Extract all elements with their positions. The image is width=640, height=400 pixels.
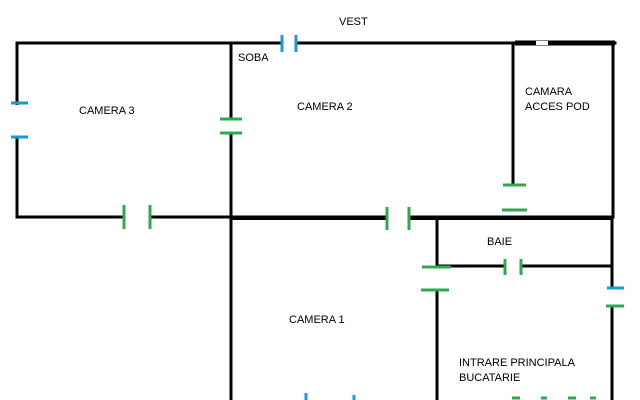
label-stove: SOBA: [238, 52, 269, 64]
label-room-3: CAMERA 3: [79, 105, 135, 117]
label-compass-west: VEST: [339, 16, 368, 28]
doors: [122, 117, 624, 400]
label-room-1: CAMERA 1: [289, 314, 345, 326]
label-attic-room-line1: CAMARA: [525, 86, 573, 98]
label-entrance-line1: INTRARE PRINCIPALA: [459, 357, 576, 369]
label-entrance-line2: BUCATARIE: [459, 372, 520, 384]
label-attic-room-line2: ACCES POD: [525, 101, 590, 113]
windows: [11, 35, 624, 400]
label-bathroom: BAIE: [487, 236, 512, 248]
label-room-2: CAMERA 2: [297, 101, 353, 113]
openings: [14, 39, 615, 306]
